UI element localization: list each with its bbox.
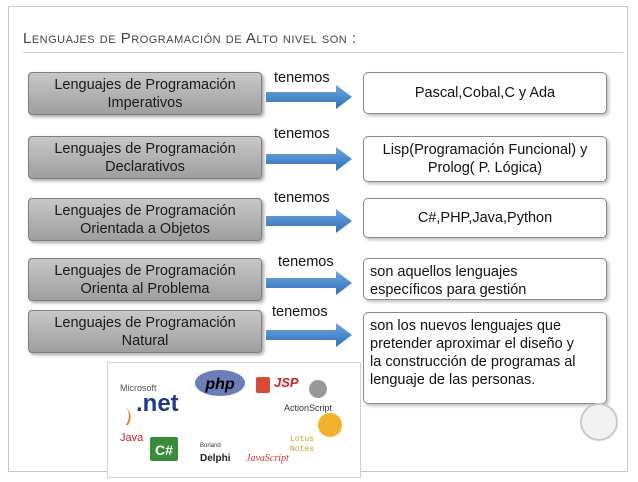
- category-label: Lenguajes de Programación Imperativos: [54, 76, 236, 111]
- result-text: C#,PHP,Java,Python: [417, 210, 553, 226]
- category-label: Lenguajes de Programación Natural: [54, 314, 236, 349]
- dotnet-logo: .net: [136, 390, 179, 417]
- java-flame-icon: [126, 407, 131, 425]
- connector-label: tenemos: [274, 190, 330, 206]
- jsp-logo: JSP: [274, 375, 299, 390]
- lotus-notes-icon: [318, 413, 342, 437]
- csharp-logo: C#: [155, 442, 173, 458]
- right-arrow-icon: [266, 147, 352, 171]
- category-label: Lenguajes de Programación Orienta al Pro…: [54, 262, 236, 297]
- power-icon: [309, 380, 327, 398]
- java-cup-icon: [256, 377, 270, 393]
- language-logos-image: Microsoft .net php JSP Java ActionScript…: [107, 362, 361, 478]
- delphi-logo: Delphi: [200, 453, 231, 464]
- category-box-4: Lenguajes de Programación Natural: [28, 310, 262, 353]
- result-text: Pascal,Cobal,C y Ada: [414, 85, 556, 101]
- connector-label: tenemos: [274, 70, 330, 86]
- php-logo: php: [204, 376, 235, 393]
- logos-collage: Microsoft .net php JSP Java ActionScript…: [120, 370, 342, 464]
- connector-label: tenemos: [274, 126, 330, 142]
- result-box-2: C#,PHP,Java,Python: [363, 198, 607, 238]
- javascript-logo: JavaScript: [246, 453, 289, 464]
- result-box-0: Pascal,Cobal,C y Ada: [363, 72, 607, 114]
- right-arrow-icon: [266, 323, 352, 347]
- category-box-1: Lenguajes de Programación Declarativos: [28, 136, 262, 179]
- next-slide-button[interactable]: [580, 403, 618, 441]
- category-box-0: Lenguajes de Programación Imperativos: [28, 72, 262, 115]
- connector-label: tenemos: [278, 254, 334, 270]
- right-arrow-icon: [266, 209, 352, 233]
- actionscript-logo: ActionScript: [284, 403, 333, 413]
- connector-label: tenemos: [272, 304, 328, 320]
- microsoft-label: Microsoft: [120, 383, 157, 393]
- right-arrow-icon: [266, 271, 352, 295]
- php-logo-ellipse: [195, 370, 245, 396]
- title-divider: [23, 52, 623, 53]
- slide-title: Lenguajes de Programación de Alto nivel …: [23, 30, 357, 47]
- notes-label: Notes: [290, 445, 314, 454]
- category-label: Lenguajes de Programación Declarativos: [54, 140, 236, 175]
- lotus-label: Lotus: [290, 435, 314, 444]
- category-box-2: Lenguajes de Programación Orientada a Ob…: [28, 198, 262, 241]
- category-label: Lenguajes de Programación Orientada a Ob…: [54, 202, 236, 237]
- csharp-logo-box: [150, 437, 178, 461]
- borland-label: Borland: [200, 443, 221, 449]
- java-logo: Java: [120, 432, 144, 444]
- category-box-3: Lenguajes de Programación Orienta al Pro…: [28, 258, 262, 301]
- right-arrow-icon: [266, 85, 352, 109]
